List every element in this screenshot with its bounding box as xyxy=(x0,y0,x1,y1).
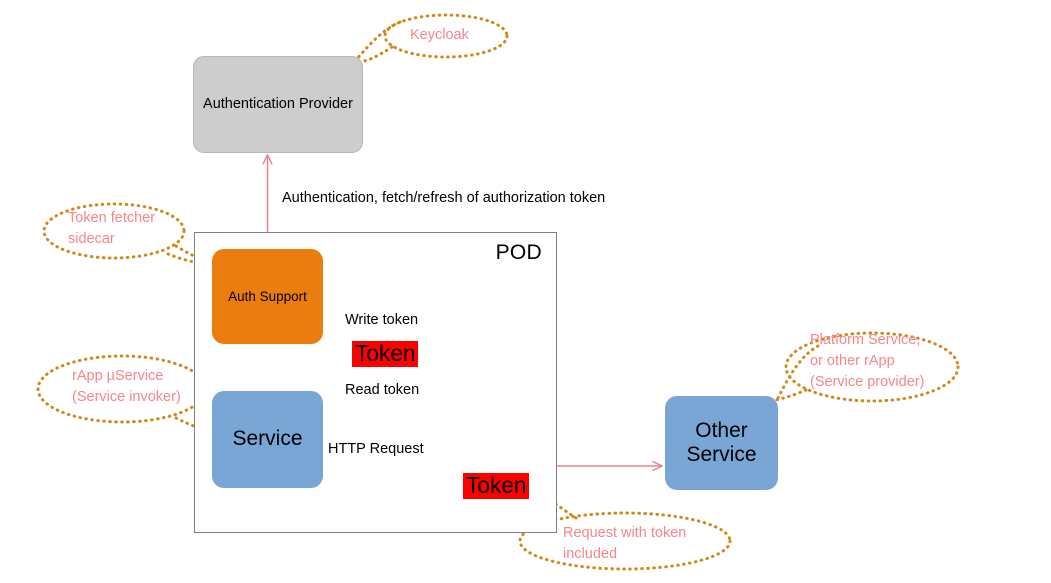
callout-request-with-token: Request with token included xyxy=(563,525,687,563)
other-service-label-line1: Other xyxy=(695,418,748,442)
callout-keycloak: Keycloak xyxy=(410,27,469,43)
token-badge-in-pod: Token xyxy=(352,341,419,368)
node-other-service[interactable]: Other Service xyxy=(665,396,778,490)
edge-label-authentication-flow: Authentication, fetch/refresh of authori… xyxy=(282,190,606,206)
node-auth-support[interactable]: Auth Support xyxy=(212,249,323,344)
other-service-label-line2: Service xyxy=(686,443,757,466)
auth-support-label: Auth Support xyxy=(228,288,307,304)
service-label: Service xyxy=(232,427,303,451)
edge-label-http-request: HTTP Request xyxy=(328,441,424,457)
token-badge-on-request: Token xyxy=(463,473,530,500)
callout-platform-service: Platform Service, or other rApp (Service… xyxy=(810,332,925,391)
node-service[interactable]: Service xyxy=(212,391,323,488)
callout-token-fetcher-sidecar: Token fetcher sidecar xyxy=(68,210,156,248)
node-authentication-provider[interactable]: Authentication Provider xyxy=(193,56,363,153)
pod-label: POD xyxy=(495,241,542,264)
authentication-provider-label: Authentication Provider xyxy=(203,96,353,113)
callout-rapp-microservice: rApp µService (Service invoker) xyxy=(72,368,181,406)
edge-label-read-token: Read token xyxy=(345,382,420,398)
edge-label-write-token: Write token xyxy=(345,312,419,328)
